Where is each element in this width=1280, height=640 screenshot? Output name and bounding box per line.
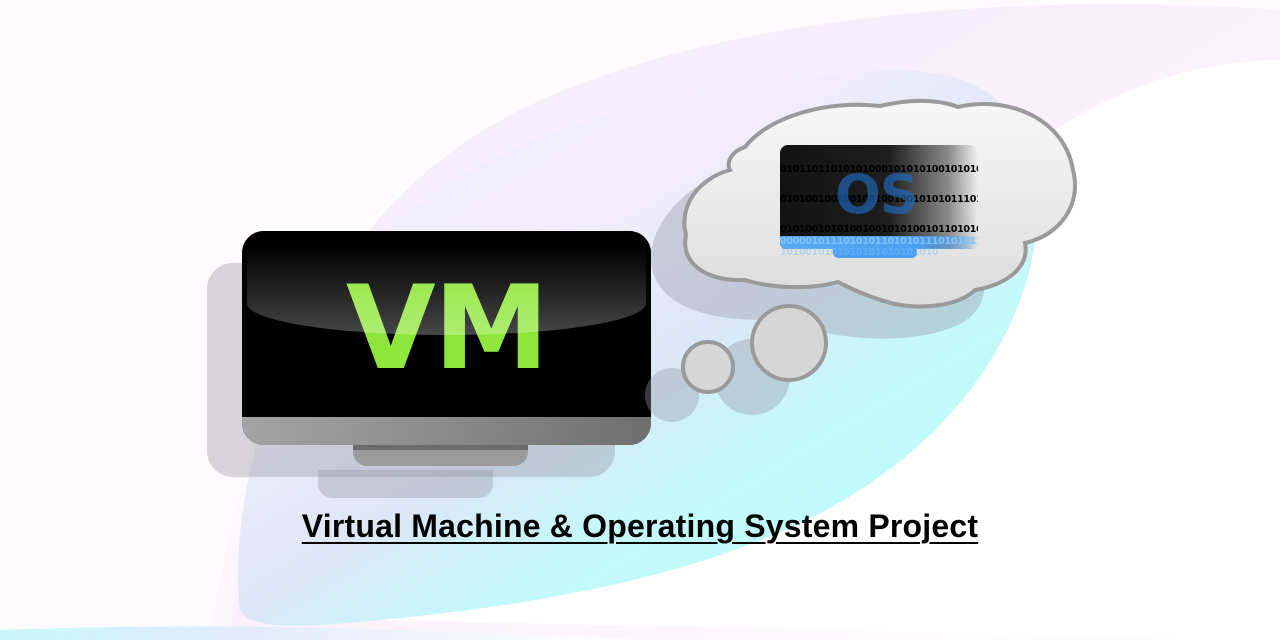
binary-row: 01010010010010010010010101011101 <box>780 195 978 205</box>
os-bezel-binary: 00000101110101011010101110101011 <box>780 236 978 247</box>
title-text: Virtual Machine & Operating System Proje… <box>301 508 979 544</box>
os-label: OS <box>835 163 919 226</box>
os-binary-text: 01011011010101000101010100101010 0101001… <box>780 145 978 249</box>
binary-row: 01011011010101000101010100101010 <box>780 165 978 175</box>
os-monitor-stand <box>833 249 917 258</box>
vm-label: VM <box>345 261 549 396</box>
os-reflection-binary: 1010010101010101010101010 <box>780 247 939 258</box>
vm-stand-shadow <box>318 470 493 498</box>
binary-row: 01010010101001001010100101101010 <box>780 225 978 235</box>
page-title: Virtual Machine & Operating System Proje… <box>0 506 1280 546</box>
vm-monitor-bezel <box>242 417 651 445</box>
os-monitor-icon: 01011011010101000101010100101010 0101001… <box>780 145 978 249</box>
os-monitor-bezel: 00000101110101011010101110101011 <box>780 236 978 249</box>
